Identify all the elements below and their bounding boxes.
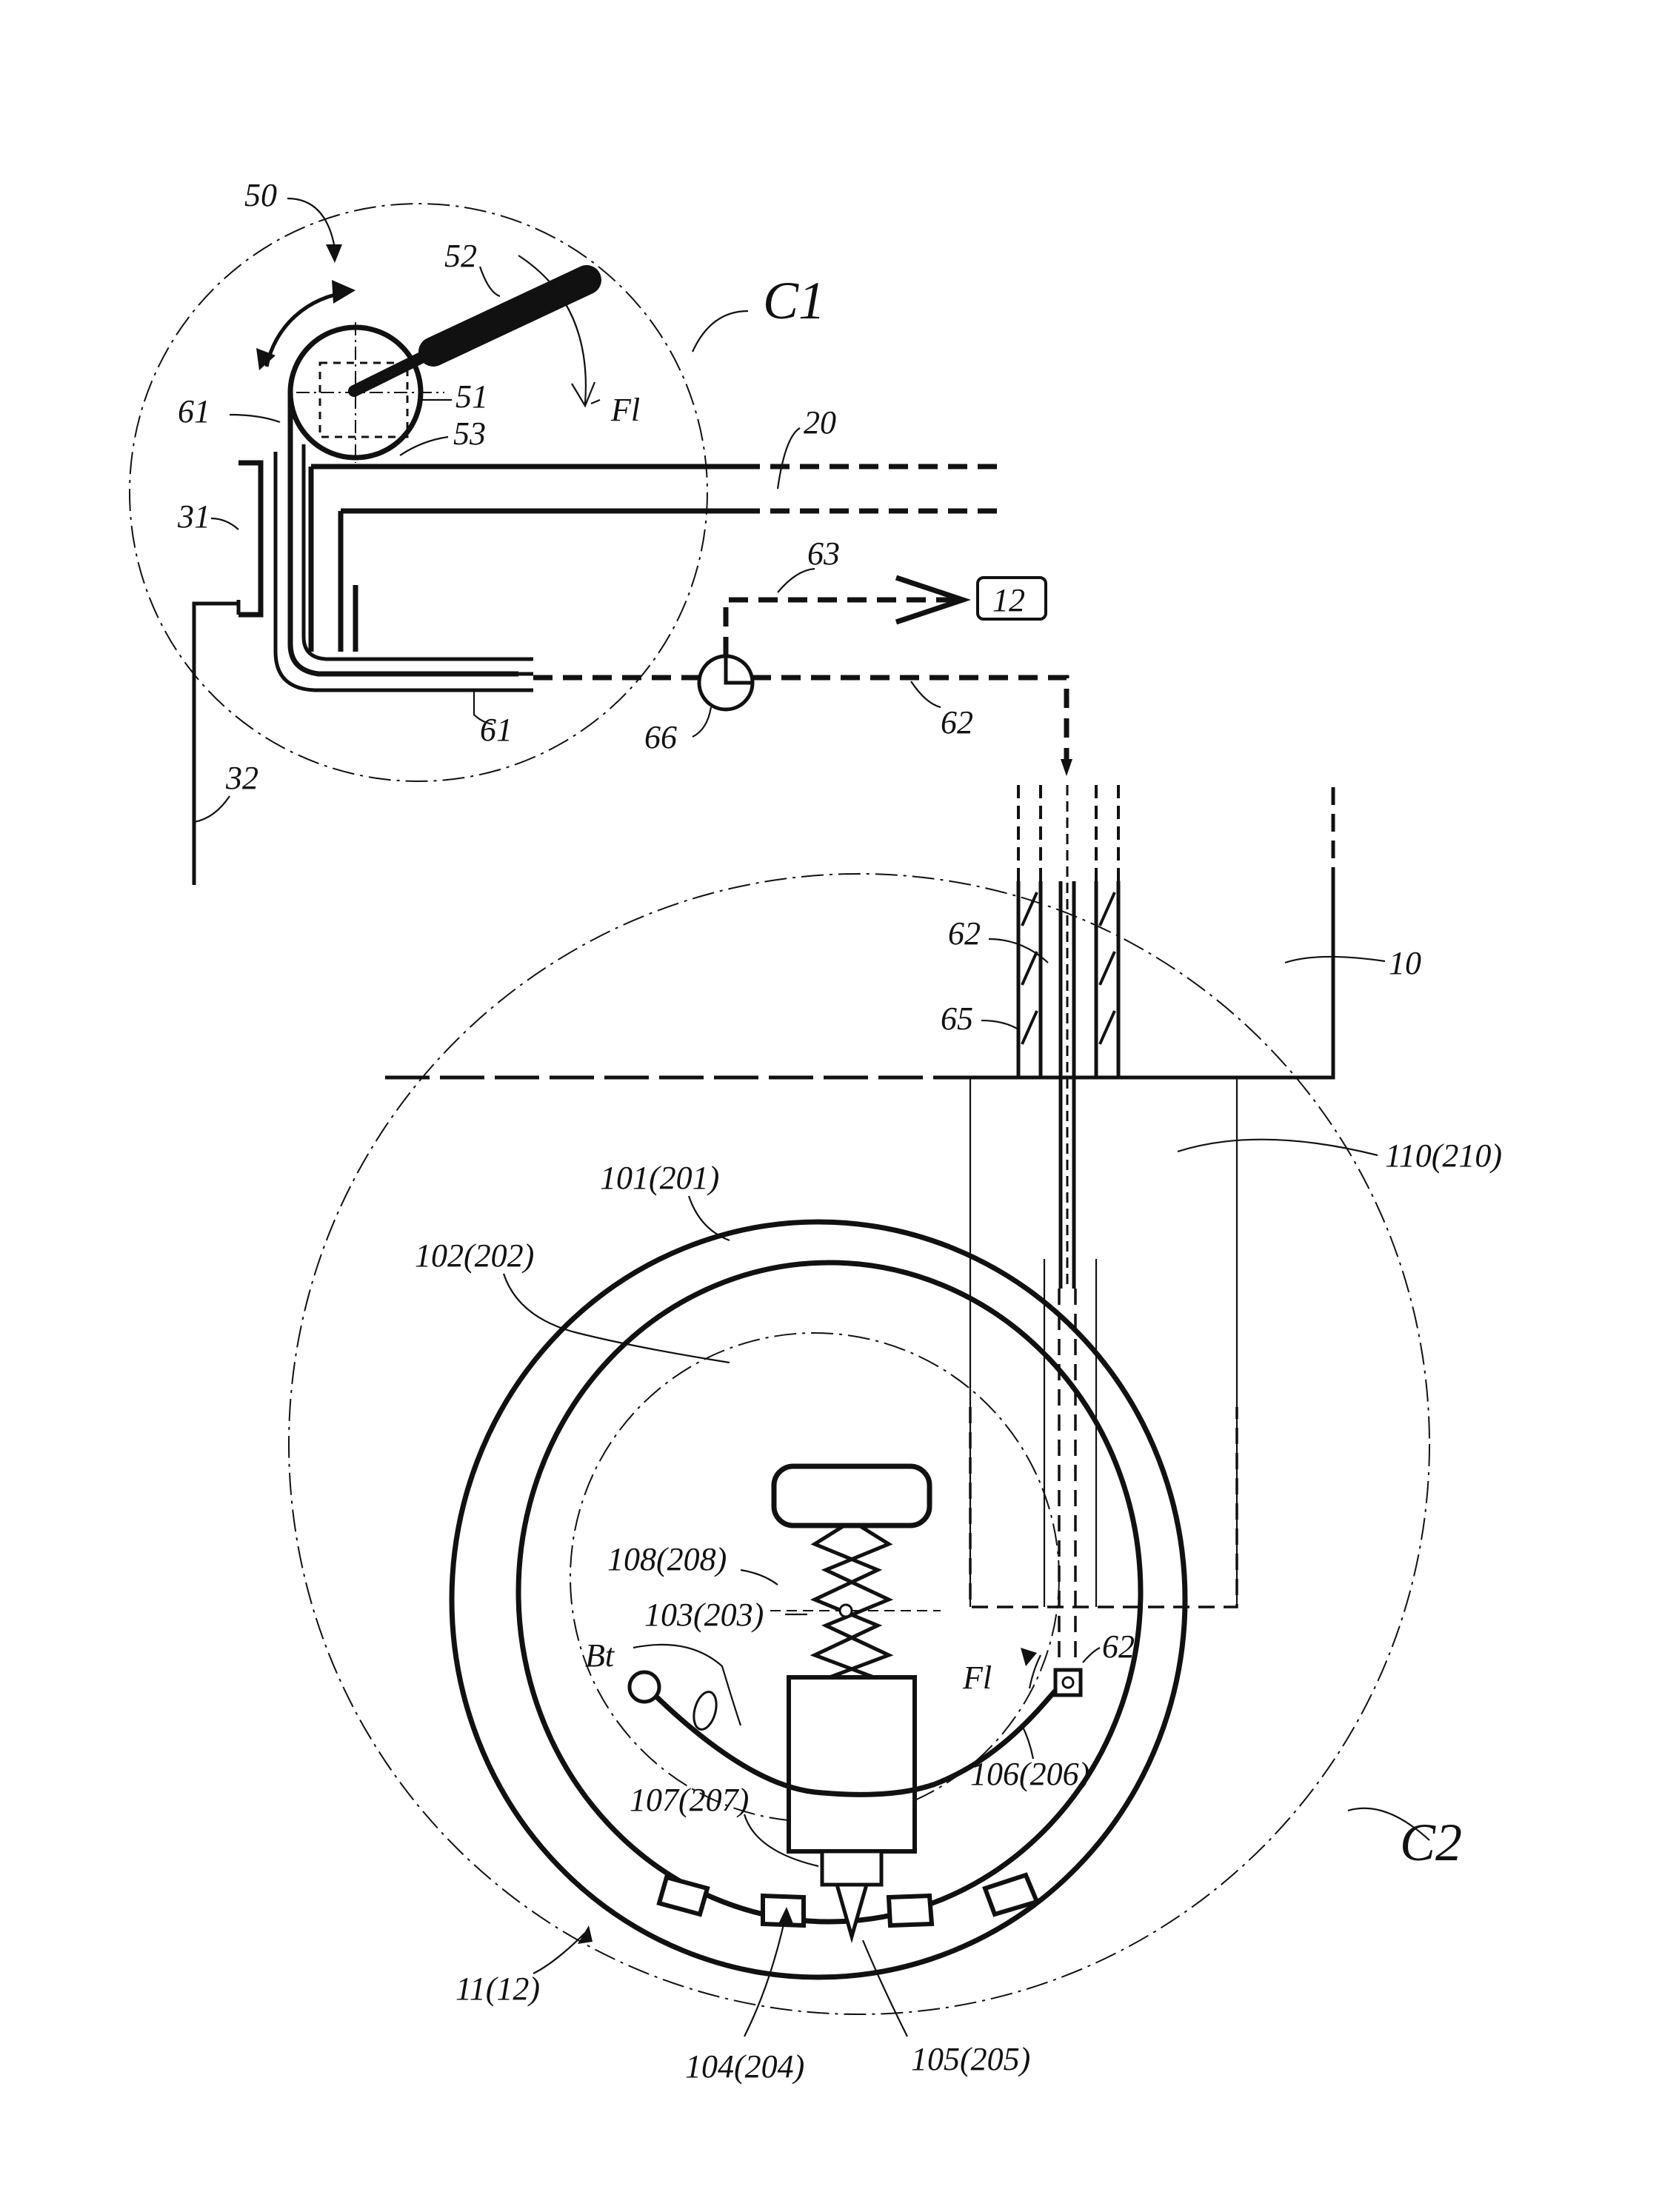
- leader-110: [1178, 1140, 1378, 1155]
- arrowhead-11: [578, 1925, 593, 1944]
- leader-fl-top: [591, 400, 600, 404]
- crank-handle: [433, 280, 587, 352]
- crank-swing-arrowhead: [572, 382, 595, 406]
- arrow-11: [533, 1933, 585, 1974]
- label-62-pipe: 62: [941, 704, 973, 741]
- label-50-arrowhead: [326, 244, 342, 263]
- label-65: 65: [941, 1000, 973, 1037]
- spring-108-b: [826, 1526, 889, 1677]
- leader-62-pipe: [911, 681, 941, 707]
- leader-c1: [692, 311, 748, 352]
- label-110: 110(210): [1385, 1137, 1502, 1174]
- label-101: 101(201): [600, 1160, 719, 1196]
- press-pad: [774, 1466, 930, 1526]
- leader-106: [1022, 1725, 1033, 1759]
- leaders-c2: [504, 1196, 1429, 2036]
- leader-65: [981, 1020, 1018, 1029]
- rotation-arrowhead-end: [332, 280, 356, 304]
- label-105: 105(205): [911, 2041, 1030, 2077]
- label-fl-top: Fl: [610, 392, 640, 428]
- label-32: 32: [225, 760, 258, 796]
- detail-circle-c1: [130, 204, 707, 781]
- label-fl-bottom: Fl: [962, 1660, 992, 1696]
- leader-61-top: [230, 415, 280, 422]
- pipe-62-top: [533, 678, 1067, 770]
- tooth: [659, 1877, 707, 1914]
- plate-31-base: [222, 600, 238, 615]
- actuator-body: [789, 1677, 915, 1851]
- label-102: 102(202): [415, 1237, 534, 1274]
- leader-20: [778, 428, 800, 489]
- label-50: 50: [244, 177, 277, 213]
- leader-62-low: [1083, 1648, 1100, 1663]
- block-110: [970, 1077, 1237, 1607]
- pipe-63: [726, 600, 955, 656]
- cable-61-inner: [304, 444, 518, 659]
- label-11: 11(12): [455, 1971, 540, 2007]
- label-103: 103(203): [644, 1597, 764, 1633]
- pipe-62-arrowhead: [1061, 759, 1072, 776]
- label-107: 107(207): [630, 1782, 749, 1818]
- label-31: 31: [177, 498, 210, 535]
- leader-66: [692, 707, 711, 737]
- cable-61-dashed-end: [474, 659, 533, 690]
- detail-region-c1: [130, 198, 1007, 885]
- leader-53: [400, 437, 448, 455]
- leader-52: [480, 267, 500, 296]
- tooth: [889, 1896, 932, 1925]
- arrowhead-fl-bottom: [1021, 1648, 1037, 1666]
- label-10: 10: [1389, 945, 1421, 981]
- spring-108: [815, 1526, 878, 1677]
- anchor-62-dot: [1063, 1677, 1073, 1688]
- label-62-mid: 62: [948, 915, 981, 952]
- label-c1: C1: [763, 271, 825, 330]
- label-50-leader: [287, 198, 335, 248]
- label-63: 63: [807, 535, 840, 572]
- leader-31: [211, 518, 238, 529]
- leader-32: [194, 796, 230, 822]
- spring-pivot: [840, 1605, 852, 1617]
- label-52: 52: [444, 238, 477, 274]
- leader-105: [863, 1940, 907, 2036]
- label-53: 53: [453, 415, 486, 452]
- arrow-fl-bottom: [1029, 1655, 1041, 1688]
- label-bt: Bt: [585, 1637, 615, 1674]
- hydraulic-lines: [533, 569, 1072, 776]
- label-62-low: 62: [1102, 1628, 1135, 1665]
- leader-63: [778, 569, 815, 592]
- rod-32: [194, 604, 222, 885]
- label-108: 108(208): [607, 1541, 727, 1577]
- plate-31: [238, 463, 261, 615]
- detail-region-c2: [289, 874, 1429, 2014]
- label-20: 20: [804, 404, 836, 441]
- actuator-tip-105: [837, 1885, 867, 1937]
- label-66: 66: [644, 719, 677, 755]
- label-c2: C2: [1400, 1813, 1462, 1872]
- actuator-nozzle: [822, 1851, 881, 1885]
- label-61-bottom: 61: [480, 712, 513, 748]
- twist-mark: [690, 1689, 721, 1731]
- label-61-top: 61: [178, 393, 210, 430]
- label-106: 106(206): [970, 1756, 1089, 1792]
- label-12-box: 12: [992, 582, 1025, 618]
- leader-108: [741, 1570, 778, 1585]
- label-51: 51: [455, 378, 488, 415]
- label-104: 104(204): [685, 2048, 804, 2085]
- pipe-62-lower: [1059, 1289, 1075, 1659]
